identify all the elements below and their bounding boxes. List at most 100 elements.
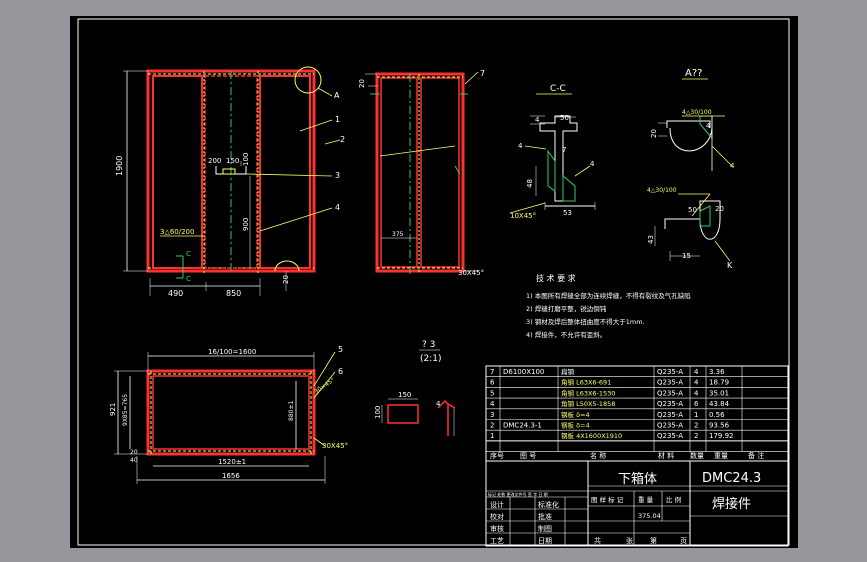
title-part-name: 下箱体 xyxy=(618,471,657,487)
notes-line-3: 3) 钢材及焊后整体扭曲度不得大于1mm. xyxy=(526,317,645,326)
section-cc-dim-50: 50 xyxy=(560,114,569,122)
section-cc-dim-4b: 4 xyxy=(518,142,523,150)
bom-cell-no: 1 xyxy=(490,432,494,440)
side-dim-375: 375 xyxy=(392,231,404,238)
bom-cell-name: 钢板 δ=4 xyxy=(561,410,590,419)
section-cc-dim-7: 7 xyxy=(562,146,566,154)
bom-cell-weight: 35.01 xyxy=(709,389,729,397)
section-cc-dim-53: 53 xyxy=(563,209,572,217)
section-cc-dim-4c: 4 xyxy=(590,160,595,168)
bom-cell-no: 5 xyxy=(490,389,494,397)
front-leader-1: 1 xyxy=(335,115,340,124)
title-row-process: 工艺 xyxy=(490,537,504,545)
sheet-border xyxy=(77,18,790,546)
detail-a-dim-15: 15 xyxy=(682,252,691,260)
detail-a-circle xyxy=(294,66,322,94)
title-bottom-page: 页 xyxy=(680,537,687,545)
top-dim-left-inner: 9X85=765 xyxy=(122,394,129,426)
front-dim-left: 490 xyxy=(168,289,183,298)
detail-a-weld1: 4△30/100 xyxy=(682,109,712,116)
bom-cell-name: 角钢 L63X6-691 xyxy=(561,378,611,387)
title-scale-header: 比 例 xyxy=(666,495,681,504)
notes-line-4: 4) 焊接件，不允许有歪斜。 xyxy=(526,330,606,339)
top-dim-inner: 1520±1 xyxy=(218,458,246,466)
small-views xyxy=(381,398,456,436)
side-view xyxy=(365,71,479,274)
title-weight-header: 重 量 xyxy=(638,496,654,504)
front-leader-2: 2 xyxy=(340,135,345,144)
bom-cell-name: 角钢 L63X6-1530 xyxy=(561,388,615,397)
view-label-bottom: (2:1) xyxy=(420,354,442,364)
bom-cell-material: Q235-A xyxy=(657,432,683,440)
front-dim-mid: 850 xyxy=(226,289,241,298)
title-mid-draw: 制图 xyxy=(538,524,552,533)
side-leader-7: 7 xyxy=(480,69,485,78)
bom-cell-material: Q235-A xyxy=(657,368,683,376)
top-dim-bottom-a: 20 xyxy=(130,449,138,456)
front-section-c-top: C xyxy=(186,250,191,258)
top-chamfer: 30X45° xyxy=(322,442,348,450)
front-dim-100: 100 xyxy=(242,153,250,166)
section-cc-dim-48: 48 xyxy=(526,179,534,188)
small-dim-150: 150 xyxy=(398,391,411,399)
detail-a-k-label: K xyxy=(727,261,733,270)
bom-cell-name: 钢板 4X1600X1910 xyxy=(561,431,622,440)
bom-header-material: 材 料 xyxy=(658,451,674,460)
bom-cell-no: 4 xyxy=(490,400,495,408)
bom-header-no: 序号 xyxy=(490,451,504,460)
detail-a xyxy=(654,78,733,262)
notes-line-1: 1) 本图所有焊缝全部为连续焊缝，不得有裂纹及气孔缺陷 xyxy=(526,291,691,300)
top-dim-bottom-b: 40 xyxy=(130,457,138,464)
bom-cell-name: 扁钢 xyxy=(561,367,575,376)
title-bottom-total: 共 xyxy=(594,536,601,545)
bom-cell-code: D6100X100 xyxy=(503,368,544,376)
bom-cell-weight: 179.92 xyxy=(709,432,734,440)
top-leader-5: 5 xyxy=(338,345,343,354)
bom-cell-no: 7 xyxy=(490,368,494,376)
bom-header-code: 图 号 xyxy=(520,452,536,460)
front-weld-note: 3△60/200 xyxy=(160,228,194,236)
bom-cell-qty: 2 xyxy=(694,422,698,430)
detail-a-dim-20b: 20 xyxy=(715,205,724,213)
detail-a-dim-43: 43 xyxy=(647,235,655,244)
drawing-canvas: 1900 490 850 20 200 150 100 900 3△60/200… xyxy=(77,18,790,547)
view-label-top: ? 3 xyxy=(422,340,435,350)
bom-cell-qty: 2 xyxy=(694,432,698,440)
bom-cell-code: DMC24.3-1 xyxy=(503,422,542,430)
detail-a-weld2: 4 xyxy=(730,162,735,170)
front-right-panel xyxy=(259,75,311,269)
front-dim-200: 200 xyxy=(208,157,221,165)
bom-cell-weight: 93.56 xyxy=(709,422,730,430)
front-left-panel xyxy=(152,75,203,269)
title-weight-value: 375.04 xyxy=(638,512,661,520)
top-dim-right: 880±1 xyxy=(288,401,295,421)
detail-a-dim-4: 4 xyxy=(706,122,711,130)
section-cc-dim-4: 4 xyxy=(535,116,540,124)
front-leader-4: 4 xyxy=(335,203,340,212)
bom-header-name: 名 称 xyxy=(590,451,606,460)
front-dim-height: 1900 xyxy=(115,156,124,176)
bom-cell-no: 6 xyxy=(490,379,495,387)
bom-cell-no: 3 xyxy=(490,411,494,419)
bom-cell-weight: 18.79 xyxy=(709,379,729,387)
bom-header-note: 备 注 xyxy=(748,451,764,460)
front-dim-150: 150 xyxy=(226,157,239,165)
bom-cell-qty: 4 xyxy=(694,368,699,376)
bom-header-weight: 重量 xyxy=(714,452,728,460)
front-view xyxy=(123,66,341,296)
side-outer-frame xyxy=(375,72,465,273)
small-dim-4: 4 xyxy=(436,400,441,408)
top-weld: 30×45° xyxy=(313,377,336,396)
top-dim-top: 16/100=1600 xyxy=(208,348,256,356)
detail-a-title: A?? xyxy=(685,68,702,79)
bom-cell-qty: 6 xyxy=(694,400,699,408)
top-dim-outer: 1656 xyxy=(222,472,240,480)
title-mid-approve: 批准 xyxy=(538,512,552,521)
title-row-design: 设计 xyxy=(490,500,504,509)
title-drawing-no: DMC24.3 xyxy=(702,471,761,486)
top-leader-6: 6 xyxy=(338,367,343,376)
notes-title: 技 术 要 求 xyxy=(536,273,576,283)
bom-cell-material: Q235-A xyxy=(657,422,683,430)
bom-cell-material: Q235-A xyxy=(657,411,683,419)
detail-a-dim-20: 20 xyxy=(650,129,658,138)
